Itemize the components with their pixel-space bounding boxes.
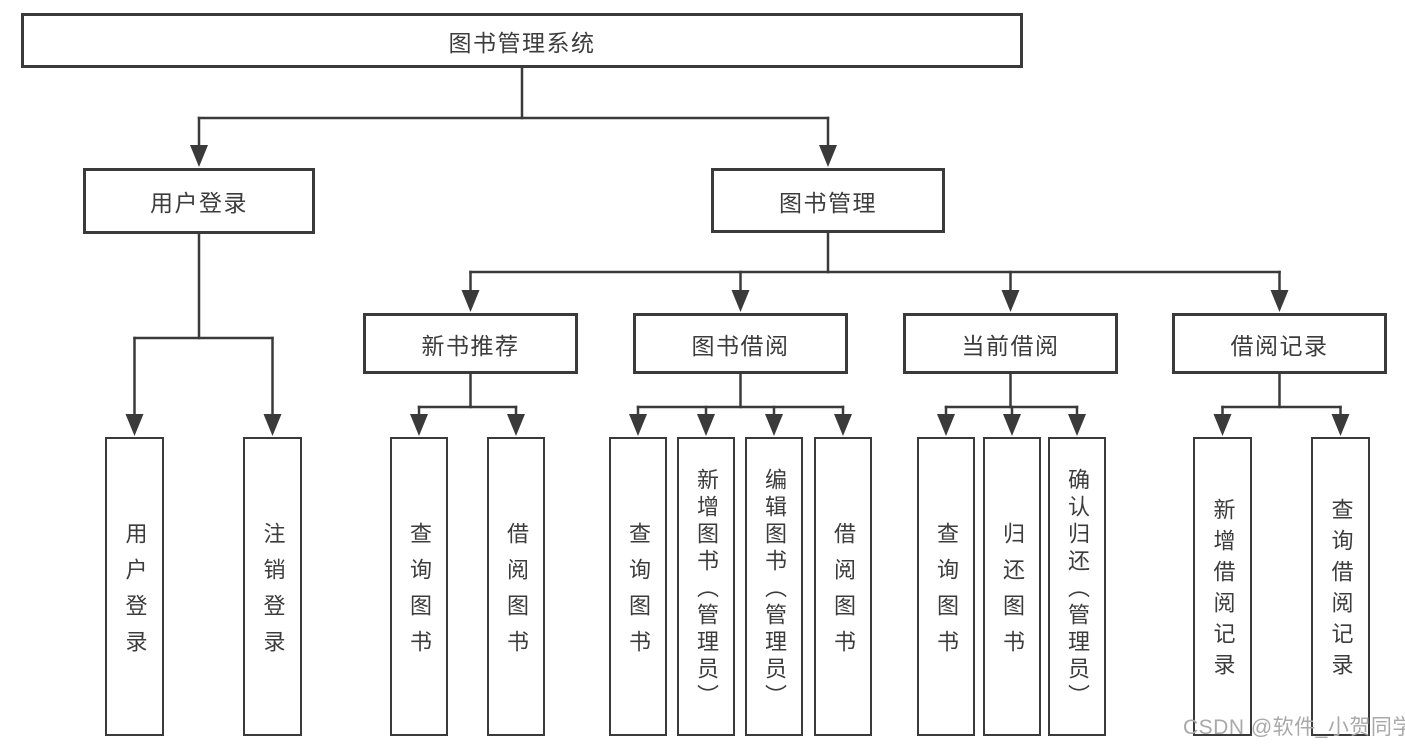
leaf-add-borrow-record: 新增借阅记录 xyxy=(1193,437,1252,736)
leaf-add-books-admin: 新增图书（管理员） xyxy=(677,437,735,736)
leaf-confirm-return-admin: 确认归还（管理员） xyxy=(1048,437,1106,736)
node-user-login: 用户登录 xyxy=(83,168,315,234)
node-book-borrow: 图书借阅 xyxy=(633,313,848,374)
node-library-management-system: 图书管理系统 xyxy=(21,13,1023,68)
leaf-query-books-recommend: 查询图书 xyxy=(390,437,448,736)
leaf-logout: 注销登录 xyxy=(243,437,302,736)
leaf-user-login: 用户登录 xyxy=(105,437,164,736)
node-new-book-recommend: 新书推荐 xyxy=(363,313,578,374)
leaf-query-books-borrow: 查询图书 xyxy=(609,437,667,736)
leaf-query-borrow-record: 查询借阅记录 xyxy=(1311,437,1370,736)
node-current-borrow: 当前借阅 xyxy=(903,313,1118,374)
csdn-watermark: CSDN @软件_小贺同学 xyxy=(1183,716,1405,739)
leaf-borrow-books-recommend: 借阅图书 xyxy=(487,437,545,736)
leaf-edit-books-admin: 编辑图书（管理员） xyxy=(745,437,803,736)
node-borrow-records: 借阅记录 xyxy=(1172,313,1387,374)
node-book-management: 图书管理 xyxy=(711,168,945,233)
leaf-return-books: 归还图书 xyxy=(983,437,1041,736)
leaf-query-books-current: 查询图书 xyxy=(917,437,975,736)
leaf-borrow-books: 借阅图书 xyxy=(814,437,872,736)
